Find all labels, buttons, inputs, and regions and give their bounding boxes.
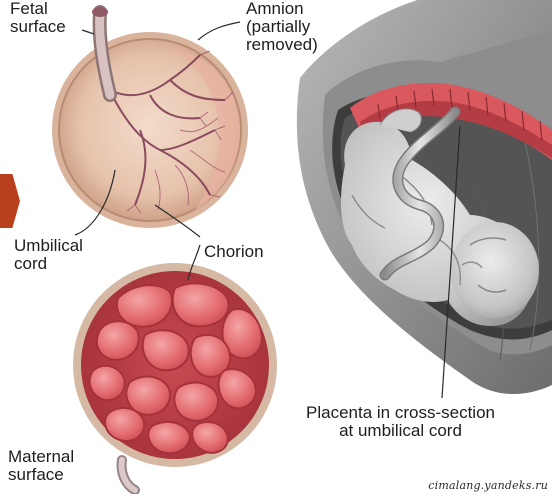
chorion-label-text: Chorion <box>204 243 264 261</box>
fetal-surface-placenta <box>52 7 248 228</box>
maternal-surface-label: Maternal surface <box>8 448 74 484</box>
amnion-label-line3: removed) <box>246 36 318 54</box>
fetal-surface-label-line1: Fetal <box>10 0 66 18</box>
umbilical-cord-label-line2: cord <box>14 255 83 273</box>
fetal-surface-label: Fetal surface <box>10 0 66 36</box>
placenta-cross-section-label-line1: Placenta in cross-section <box>306 404 495 422</box>
amnion-label-line2: (partially <box>246 18 318 36</box>
umbilical-cord-label: Umbilical cord <box>14 237 83 273</box>
maternal-surface-label-line2: surface <box>8 466 74 484</box>
umbilical-cord-label-line1: Umbilical <box>14 237 83 255</box>
placenta-cross-section-label: Placenta in cross-section at umbilical c… <box>306 404 495 440</box>
amnion-label-line1: Amnion <box>246 0 318 18</box>
maternal-surface-placenta <box>73 263 277 490</box>
fetal-surface-label-line2: surface <box>10 18 66 36</box>
chorion-label: Chorion <box>204 243 264 261</box>
maternal-surface-label-line1: Maternal <box>8 448 74 466</box>
amnion-label: Amnion (partially removed) <box>246 0 318 54</box>
placenta-cross-section-label-line2: at umbilical cord <box>306 422 495 440</box>
watermark: cimalang.yandeks.ru <box>428 479 548 492</box>
